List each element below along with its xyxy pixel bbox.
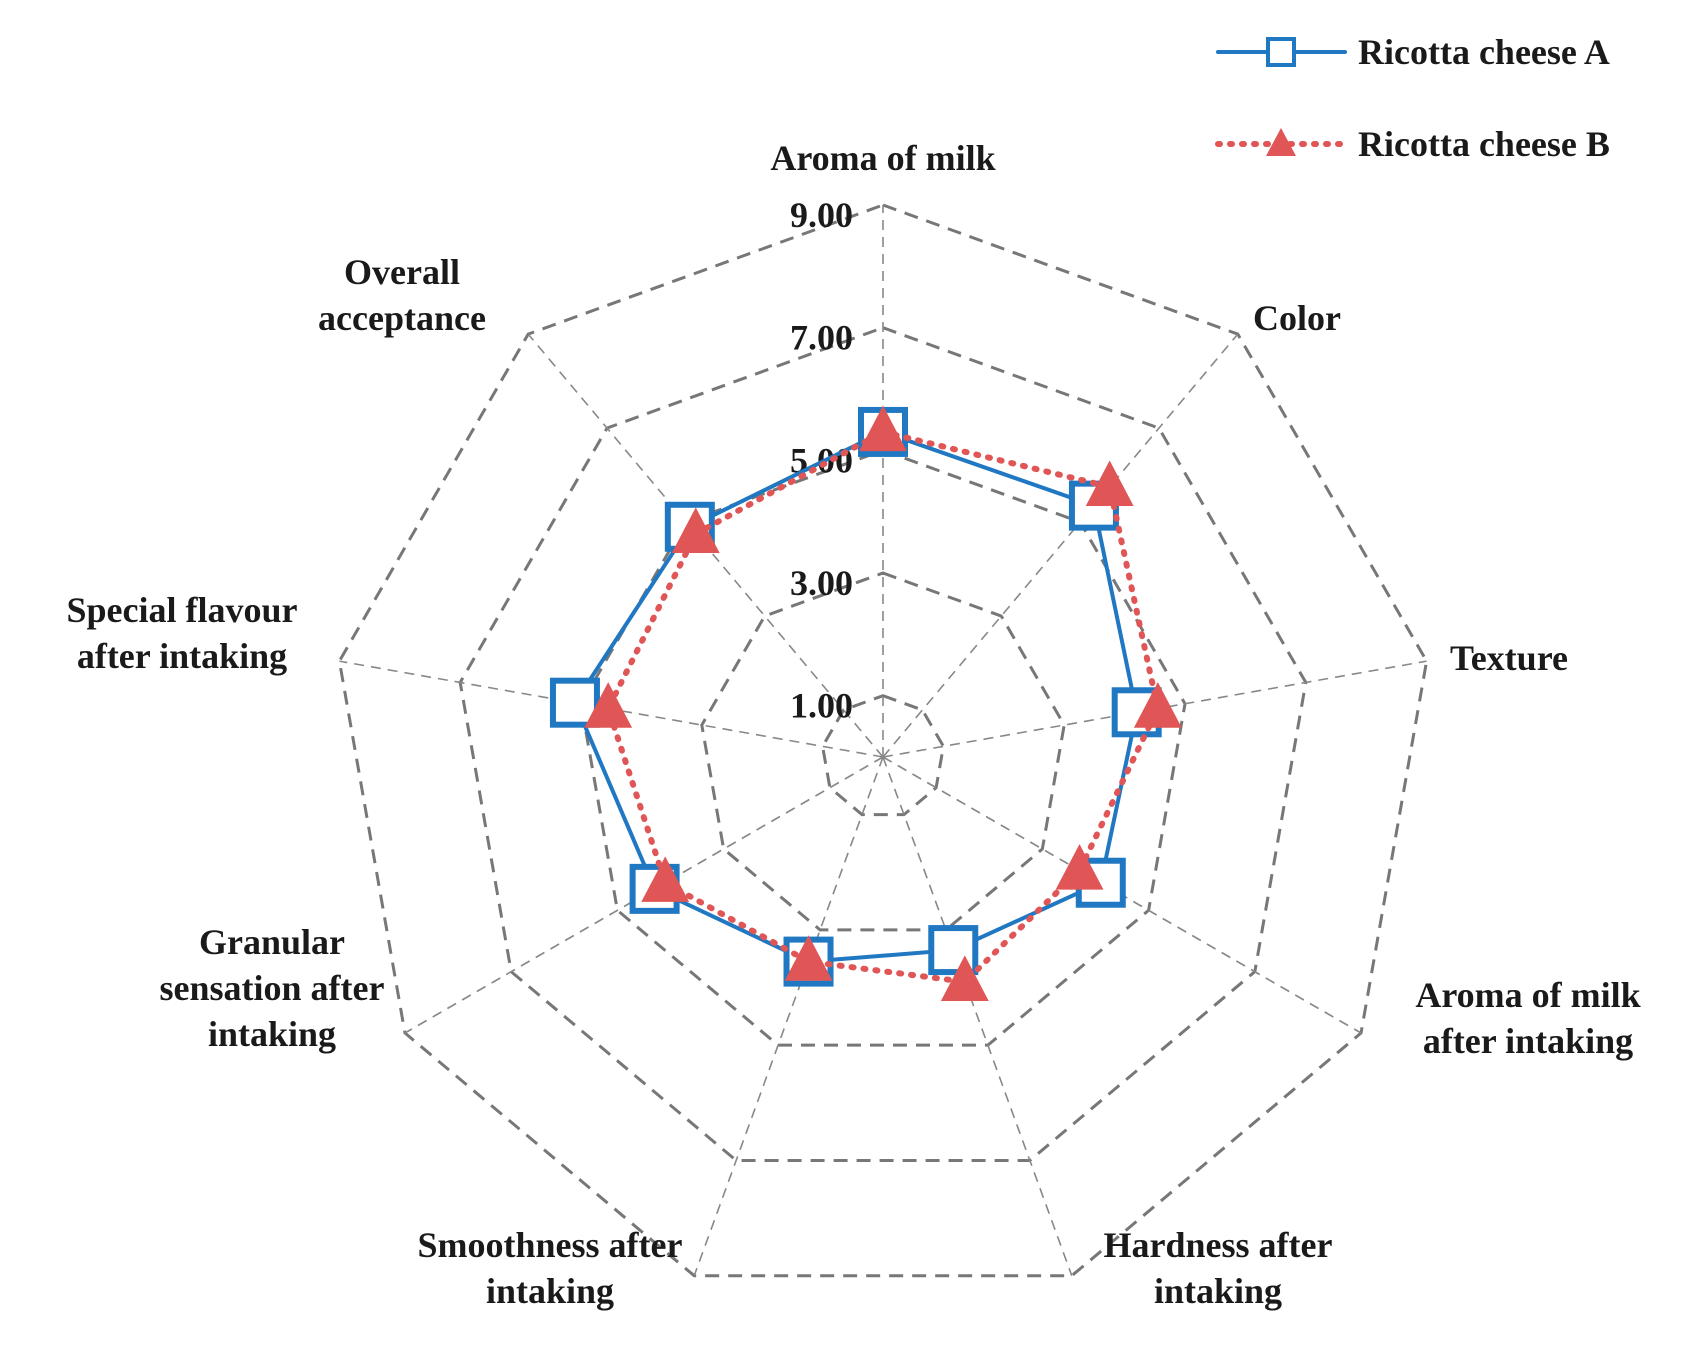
axis-label-aroma-of-milk: Aroma of milk	[770, 138, 995, 178]
point-ricotta-cheese-b-granular-sensation-after-intaking	[641, 856, 690, 902]
grid-ring-1	[821, 694, 945, 817]
point-ricotta-cheese-b-special-flavour-after-intaking	[584, 682, 633, 728]
axis-label-color: Color	[1253, 298, 1341, 338]
spoke-smoothness-after-intaking	[693, 756, 884, 1276]
legend-label-ricotta-cheese-b: Ricotta cheese B	[1358, 124, 1610, 164]
tick-label-3-00: 3.00	[790, 563, 853, 603]
legend: Ricotta cheese A Ricotta cheese B	[1215, 32, 1610, 164]
tick-label-9-00: 9.00	[790, 195, 853, 235]
axis-label-texture: Texture	[1450, 638, 1568, 678]
tick-label-7-00: 7.00	[790, 318, 853, 358]
point-ricotta-cheese-a-special-flavour-after-intaking	[549, 677, 600, 728]
point-ricotta-cheese-b-hardness-after-intaking	[940, 955, 989, 1001]
point-ricotta-cheese-b-aroma-of-milk	[859, 405, 907, 452]
series-ricotta-cheese-b	[584, 405, 1182, 1001]
legend-item-ricotta-cheese-a: Ricotta cheese A	[1216, 32, 1610, 72]
point-ricotta-cheese-b-texture	[1133, 682, 1182, 728]
point-ricotta-cheese-b-aroma-of-milk-after-intaking	[1055, 844, 1104, 890]
grid-ring-7	[458, 326, 1308, 1162]
legend-item-ricotta-cheese-b: Ricotta cheese B	[1215, 124, 1610, 164]
legend-marker-ricotta-cheese-a	[1266, 37, 1296, 67]
series-line-ricotta-cheese-a	[572, 429, 1139, 964]
spoke-layer	[339, 205, 1427, 1276]
legend-label-ricotta-cheese-a: Ricotta cheese A	[1358, 32, 1610, 72]
point-ricotta-cheese-b-color	[1085, 460, 1134, 507]
point-ricotta-cheese-b-overall-acceptance	[671, 507, 720, 554]
series-line-ricotta-cheese-b	[604, 428, 1161, 985]
point-ricotta-cheese-b-smoothness-after-intaking	[784, 935, 833, 981]
series-layer	[549, 405, 1182, 1001]
tick-label-1-00: 1.00	[790, 686, 853, 726]
grid-ring-3	[700, 571, 1066, 932]
grid-ring-9	[337, 203, 1429, 1278]
tick-layer: 1.003.005.007.009.00	[790, 195, 853, 726]
spoke-color	[882, 333, 1239, 758]
legend-marker-ricotta-cheese-b	[1266, 128, 1296, 156]
spoke-hardness-after-intaking	[882, 756, 1073, 1276]
